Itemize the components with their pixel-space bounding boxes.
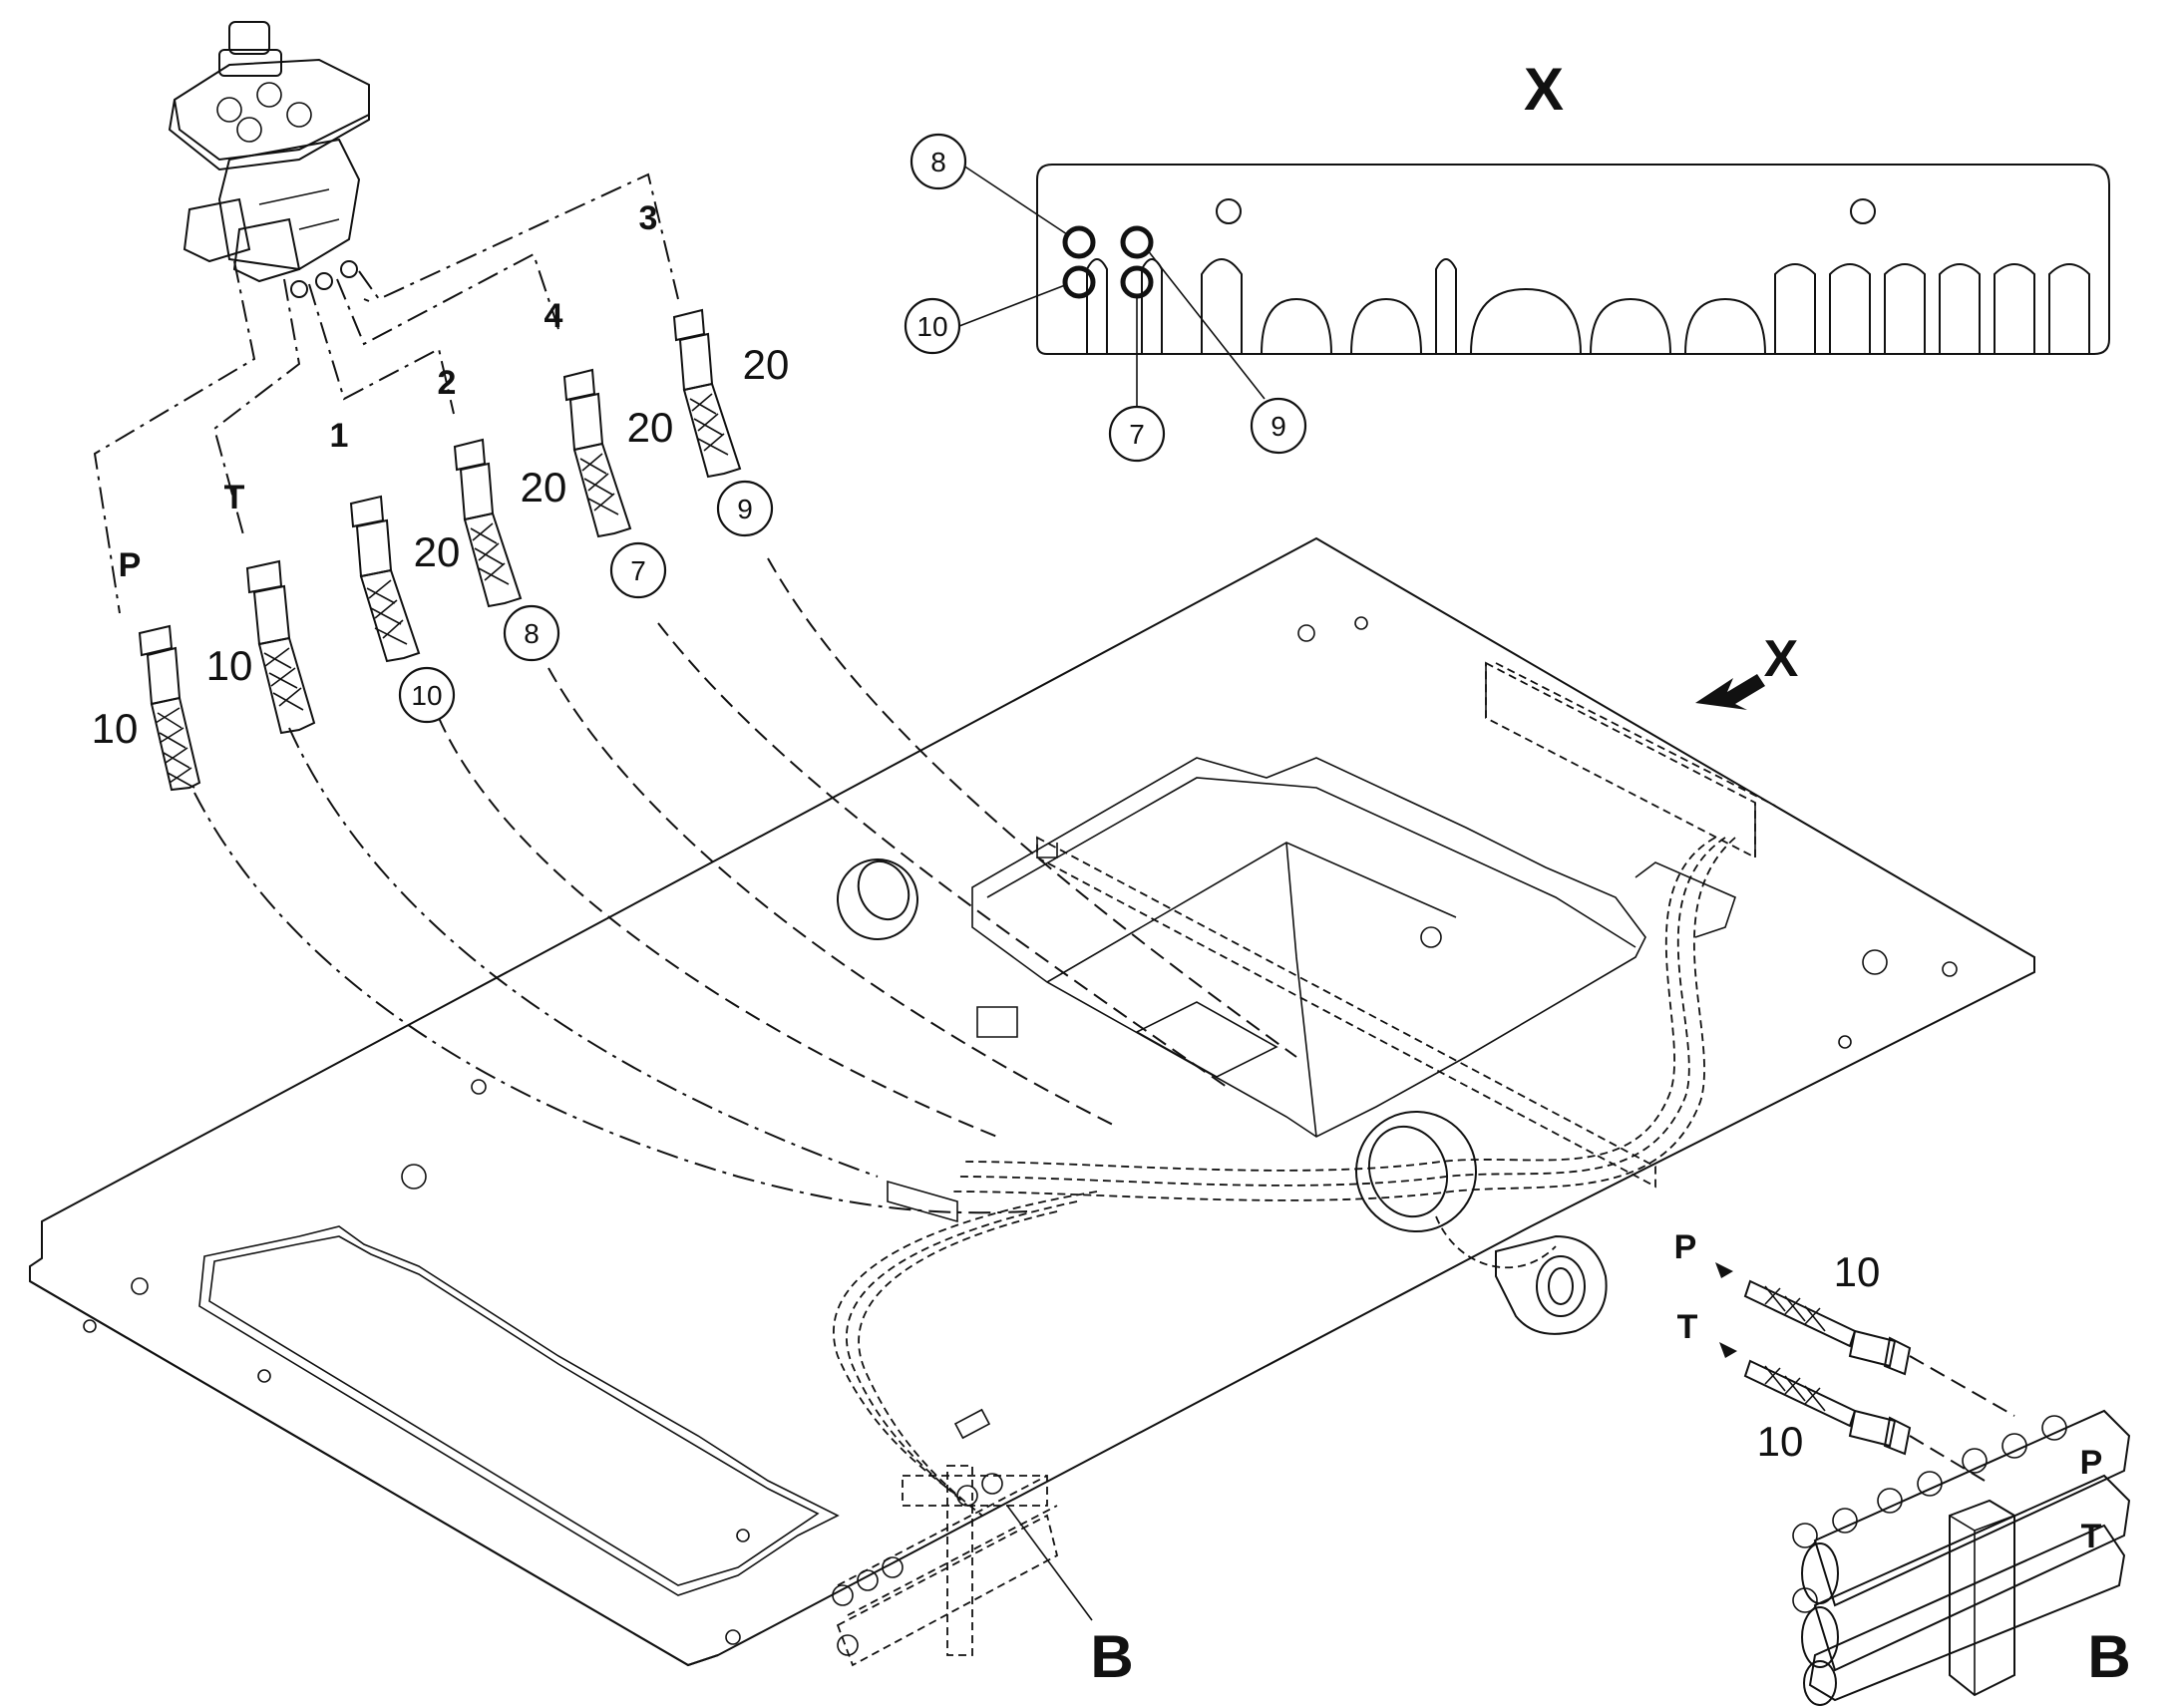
hose-1-port-label: 1 xyxy=(330,417,349,455)
hose-p-port-label: P xyxy=(119,546,142,584)
hose-2 xyxy=(453,438,523,608)
detail-x-callouts: 8 10 7 9 xyxy=(904,133,1307,463)
hose-1-length-label: 20 xyxy=(414,528,461,575)
hose-p-length-label: 10 xyxy=(92,705,139,752)
view-arrow-x-label: X xyxy=(1764,630,1799,688)
hose-t-length-label: 10 xyxy=(206,642,253,689)
detail-x-comb-plate xyxy=(956,161,2110,409)
callout-b-label: B xyxy=(1090,1623,1133,1690)
callout-10-circle xyxy=(904,297,961,355)
hose-3 xyxy=(672,308,742,479)
hose-4-callout-circle xyxy=(609,541,667,599)
hose-2-callout-circle xyxy=(503,604,560,662)
hose-p xyxy=(138,624,201,792)
hose-4 xyxy=(562,368,632,538)
hose-2-port-label: 2 xyxy=(438,364,457,402)
hose-2-ref: 8 xyxy=(524,618,540,649)
detail-b-manifold xyxy=(1715,1262,2131,1706)
detail-b-title: B xyxy=(2087,1623,2130,1690)
hose-clip-rails xyxy=(887,661,1776,1223)
callout-7-circle xyxy=(1108,405,1166,463)
floor-plate xyxy=(29,536,2035,1667)
hose-4-port-label: 4 xyxy=(545,297,563,335)
hose-1-callout-circle xyxy=(398,666,456,724)
hose-4-length-label: 20 xyxy=(627,404,674,451)
hose-routes xyxy=(193,557,1297,1214)
callout-8-circle xyxy=(909,133,967,190)
hose-3-length-label: 20 xyxy=(743,341,790,388)
detail-x-title: X xyxy=(1524,56,1564,123)
hose-1 xyxy=(349,495,421,663)
callout-9-circle xyxy=(1250,397,1307,455)
detail-b-manifold-p: P xyxy=(2080,1444,2103,1482)
detail-x-ref-10: 10 xyxy=(916,311,947,342)
detail-b-hose-p-port: P xyxy=(1674,1228,1697,1266)
view-arrow-x: X xyxy=(1695,630,1799,710)
hose-4-ref: 7 xyxy=(630,555,646,586)
detail-b-hose-t-port: T xyxy=(1677,1308,1698,1346)
detail-x-ref-8: 8 xyxy=(930,147,946,177)
hose-1-ref: 10 xyxy=(411,680,442,711)
detail-b-manifold-t: T xyxy=(2081,1518,2102,1555)
manifold-b-installed xyxy=(832,1465,1059,1667)
detail-b-hose-p-length: 10 xyxy=(1834,1248,1881,1295)
control-valve xyxy=(168,21,370,298)
cable-grommet xyxy=(837,858,1477,1232)
hose-3-port-label: 3 xyxy=(639,199,658,237)
hose-3-ref: 9 xyxy=(737,494,753,524)
detail-x-ref-7: 7 xyxy=(1129,419,1145,450)
hose-t-port-label: T xyxy=(224,479,245,516)
hose-2-length-label: 20 xyxy=(521,464,567,511)
detail-x-ref-9: 9 xyxy=(1271,411,1286,442)
port-routes xyxy=(93,172,679,614)
hose-bundle xyxy=(833,837,1736,1517)
hose-3-callout-circle xyxy=(716,480,774,537)
detail-b-hose-t-length: 10 xyxy=(1757,1418,1804,1465)
hose-t xyxy=(245,559,316,735)
